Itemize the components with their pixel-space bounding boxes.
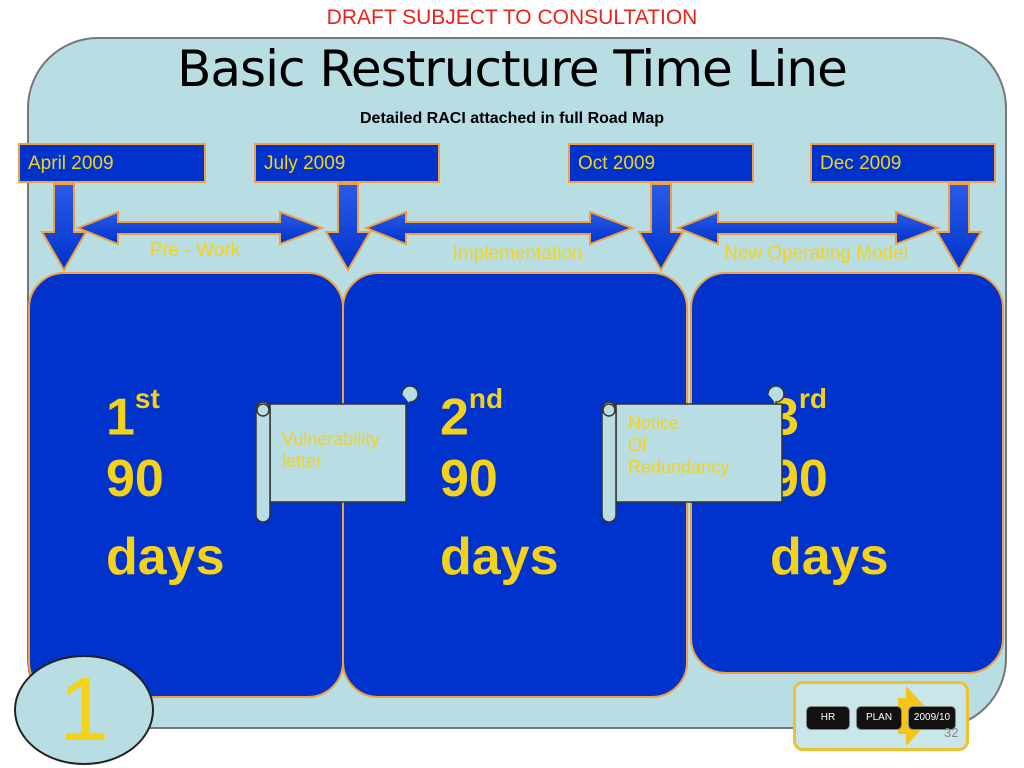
section-badge: 1 xyxy=(14,655,154,765)
page-subtitle: Detailed RACI attached in full Road Map xyxy=(359,110,665,127)
phase-label-implementation: Implementation xyxy=(452,243,583,264)
block-2-ordinal: 2 xyxy=(440,388,469,447)
scroll-2-line-1: Notice xyxy=(628,413,680,433)
scroll-notice-of-redundancy xyxy=(601,385,785,523)
nav-button-2009-10[interactable]: 2009/10 xyxy=(908,706,956,730)
scroll-1-line-1: Vulnerability xyxy=(282,429,380,449)
block-2-suffix: nd xyxy=(468,383,504,414)
double-arrow-new-model xyxy=(675,210,941,246)
down-arrow-july xyxy=(324,183,372,272)
scroll-2-line-2: Of xyxy=(628,435,648,455)
scroll-1-text: Vulnerability letter xyxy=(282,428,379,472)
phase-label-new-operating-model: New Operating Model xyxy=(724,243,908,264)
block-3-suffix: rd xyxy=(798,383,827,414)
block-3-unit: days xyxy=(770,528,889,587)
scroll-2-text: Notice Of Redundancy xyxy=(628,412,729,478)
phase-block-3 xyxy=(690,272,1004,674)
down-arrow-april xyxy=(40,183,88,272)
block-1-ordinal: 1 xyxy=(106,388,135,447)
page-title: Basic Restructure Time Line xyxy=(177,40,848,98)
scroll-2-line-3: Redundancy xyxy=(628,457,730,477)
scroll-1-line-2: letter xyxy=(282,451,323,471)
page-number: 32 xyxy=(944,725,959,740)
date-box-dec-2009: Dec 2009 xyxy=(810,143,996,183)
nav-widget: HR PLAN 2009/10 xyxy=(793,681,969,751)
block-1-text: 1st 90 days xyxy=(106,376,225,588)
draft-notice: DRAFT SUBJECT TO CONSULTATION xyxy=(326,6,698,29)
block-2-count: 90 xyxy=(440,450,498,509)
date-box-july-2009: July 2009 xyxy=(254,143,440,183)
nav-button-hr[interactable]: HR xyxy=(806,706,850,730)
block-1-suffix: st xyxy=(134,383,160,414)
block-2-text: 2nd 90 days xyxy=(440,376,559,588)
down-arrow-oct xyxy=(637,183,685,272)
block-1-unit: days xyxy=(106,528,225,587)
date-box-april-2009: April 2009 xyxy=(18,143,206,183)
down-arrow-dec xyxy=(935,183,983,272)
double-arrow-prework xyxy=(75,210,325,246)
double-arrow-implementation xyxy=(363,210,635,246)
phase-label-prework: Pre - Work xyxy=(149,240,241,261)
block-1-count: 90 xyxy=(106,450,164,509)
scroll-vulnerability-letter xyxy=(255,385,419,523)
date-box-oct-2009: Oct 2009 xyxy=(568,143,754,183)
block-2-unit: days xyxy=(440,528,559,587)
nav-button-plan[interactable]: PLAN xyxy=(856,706,902,730)
